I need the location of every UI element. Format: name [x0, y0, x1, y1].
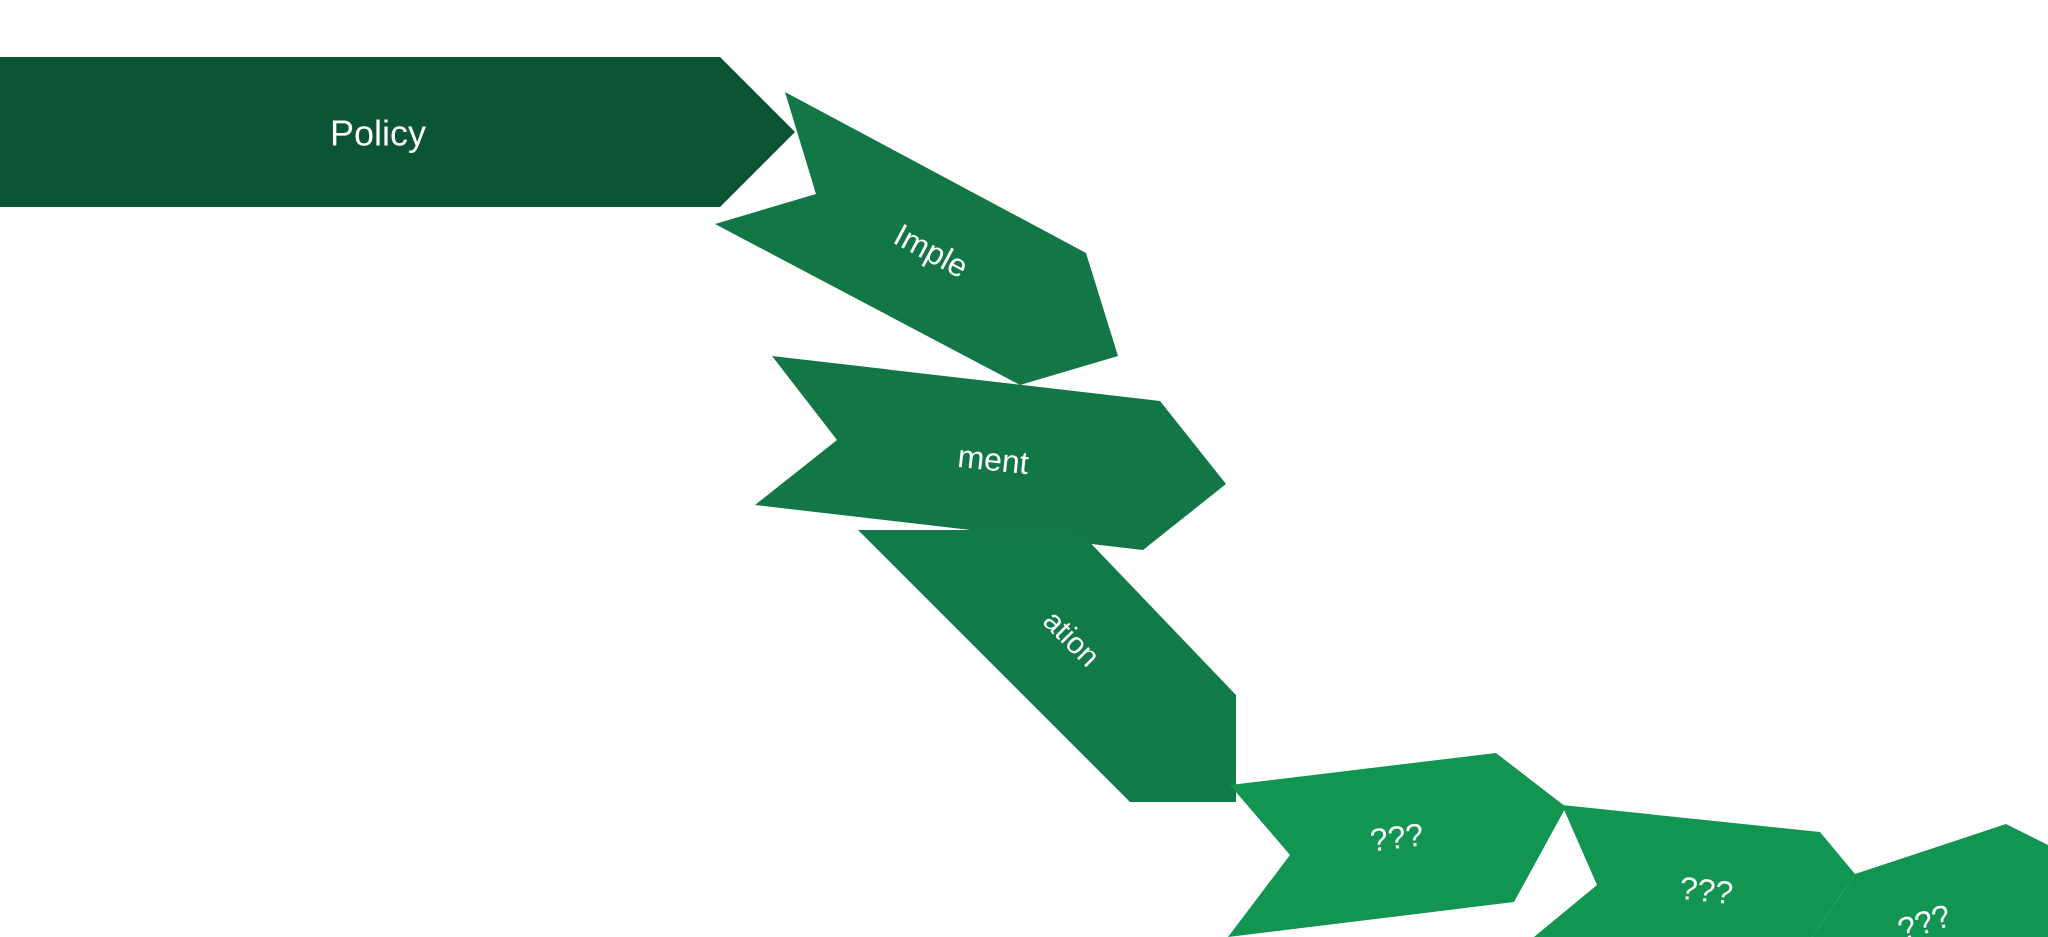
arrow-imple: Imple — [715, 92, 1118, 385]
arrow-policy-shape — [0, 57, 795, 207]
arrow-unknown-1: ??? — [1228, 753, 1566, 937]
arrow-unknown-3-shape — [1812, 824, 2048, 937]
arrow-unknown-1-label: ??? — [1368, 816, 1425, 858]
arrow-ation-shape — [858, 530, 1236, 802]
arrow-ment: ment — [755, 356, 1226, 550]
arrow-policy-label: Policy — [330, 113, 426, 154]
arrow-unknown-3: ??? — [1812, 824, 2048, 937]
arrow-ment-label: ment — [956, 438, 1031, 481]
arrow-policy: Policy — [0, 57, 795, 207]
arrow-ation: ation — [858, 530, 1236, 802]
arrow-unknown-2-label: ??? — [1678, 870, 1735, 911]
arrow-unknown-2-shape — [1534, 805, 1855, 937]
arrow-unknown-2: ??? — [1534, 805, 1855, 937]
arrow-unknown-1-shape — [1228, 753, 1566, 937]
arrow-imple-shape — [715, 92, 1118, 385]
arrow-ment-shape — [755, 356, 1226, 550]
